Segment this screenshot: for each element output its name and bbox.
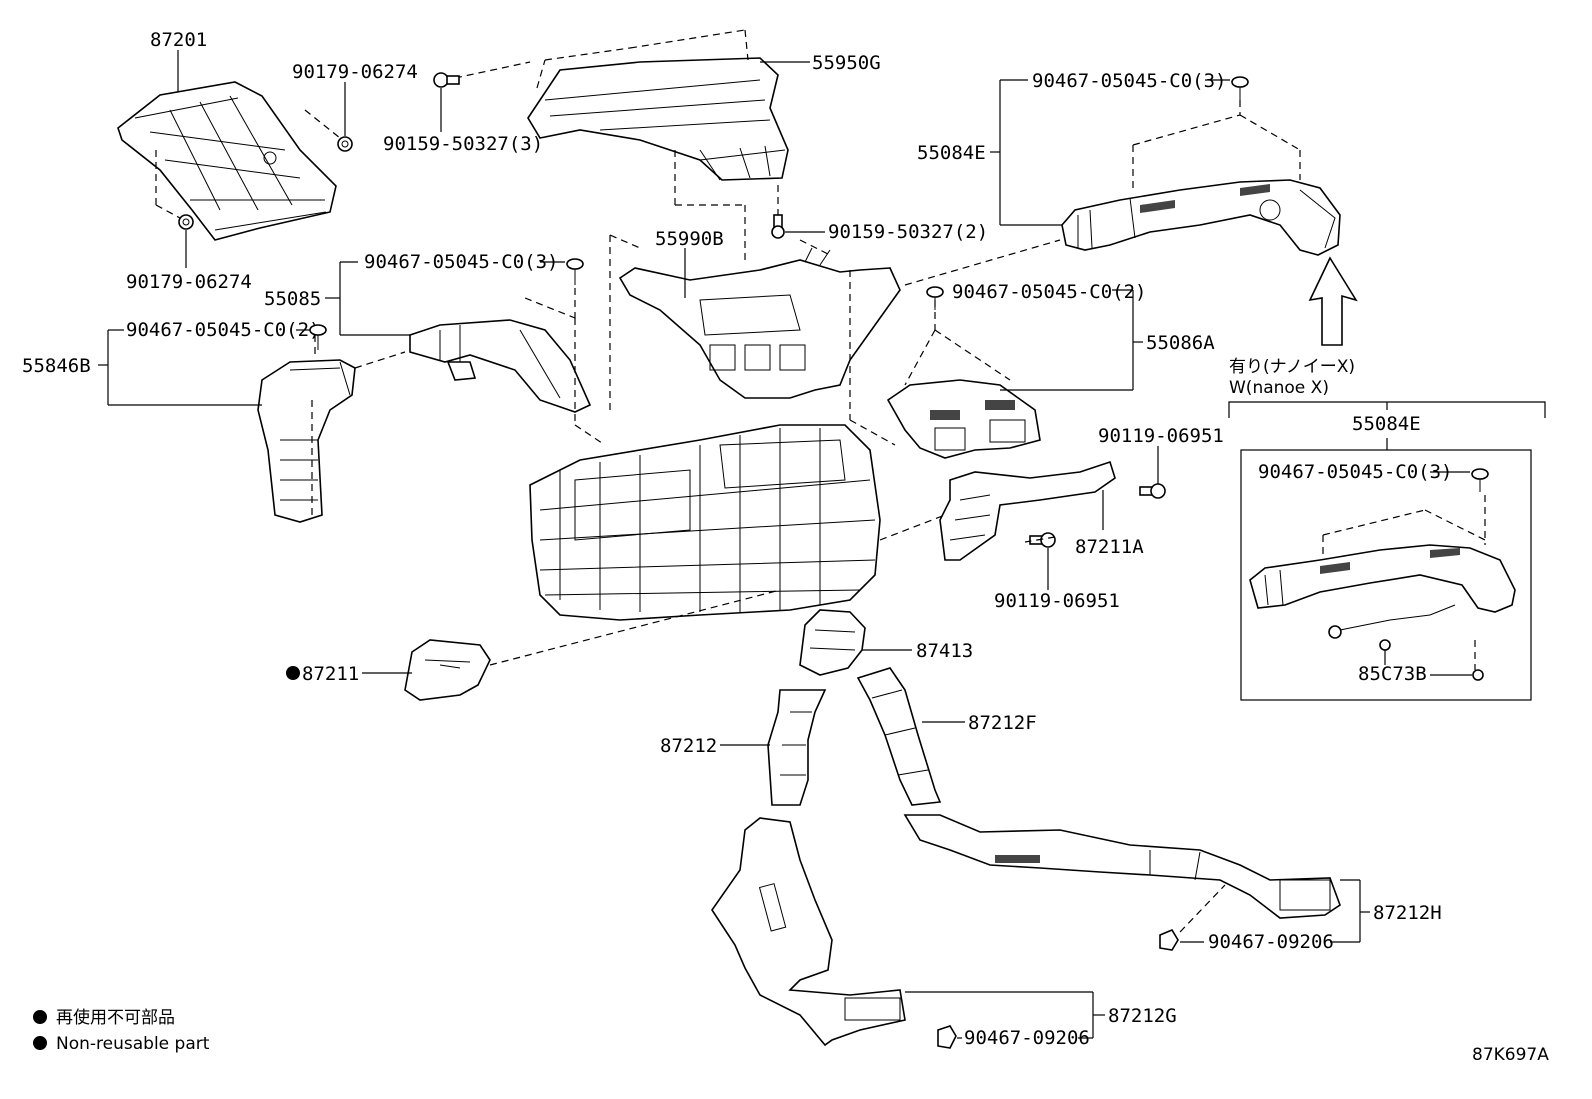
bolt-90159-50327-2 bbox=[771, 214, 785, 239]
label-87212g: 87212G bbox=[1108, 1005, 1177, 1027]
part-55086a-register bbox=[886, 379, 1041, 459]
label-87212h: 87212H bbox=[1373, 902, 1442, 924]
clip-90179-top bbox=[337, 136, 353, 152]
part-87212f-duct bbox=[856, 667, 942, 806]
part-87212-duct bbox=[767, 689, 827, 806]
variant-label-85c73b: 85C73B bbox=[1358, 663, 1427, 685]
label-90467-09206-h: 90467-09206 bbox=[1208, 931, 1334, 953]
part-87211a-duct bbox=[939, 460, 1116, 561]
label-87211: 87211 bbox=[302, 663, 359, 685]
label-90179-06274-bottom: 90179-06274 bbox=[126, 271, 252, 293]
label-87212f: 87212F bbox=[968, 712, 1037, 734]
part-55990b-register-duct bbox=[618, 247, 901, 399]
non-reusable-marker-87211 bbox=[286, 666, 300, 680]
legend-line-jp: 再使用不可部品 bbox=[56, 1007, 175, 1028]
label-55990b: 55990B bbox=[655, 228, 724, 250]
label-55085: 55085 bbox=[264, 288, 321, 310]
label-87212: 87212 bbox=[660, 735, 717, 757]
bolt-90119-06951-top bbox=[1139, 483, 1166, 499]
variant-box-title: 55084E bbox=[1352, 413, 1421, 435]
variant-box bbox=[1240, 449, 1532, 701]
label-90467-05045-c0-2-right: 90467-05045-C0(2) bbox=[952, 281, 1146, 303]
label-90159-50327-2: 90159-50327(2) bbox=[828, 221, 988, 243]
legend-line-en: Non-reusable part bbox=[56, 1034, 210, 1054]
part-55846b-duct bbox=[257, 359, 356, 523]
variant-label-90467-05045-c0-3: 90467-05045-C0(3) bbox=[1258, 461, 1452, 483]
variant-caption-en: W(nanoe X) bbox=[1229, 378, 1329, 398]
clip-90179-bottom bbox=[178, 214, 194, 230]
label-90159-50327-3: 90159-50327(3) bbox=[383, 133, 543, 155]
clip-90467-09206-g bbox=[937, 1025, 957, 1049]
label-55846b: 55846B bbox=[22, 355, 91, 377]
label-90467-09206-g: 90467-09206 bbox=[964, 1027, 1090, 1049]
label-87413: 87413 bbox=[916, 640, 973, 662]
part-87413-connector bbox=[799, 609, 866, 676]
bolt-90119-06951-bottom bbox=[1029, 532, 1056, 548]
legend-bullet-2 bbox=[33, 1036, 47, 1050]
label-87201: 87201 bbox=[150, 29, 207, 51]
bolt-90159-50327-3 bbox=[433, 72, 460, 88]
label-90467-05045-c0-2-left: 90467-05045-C0(2) bbox=[126, 319, 320, 341]
clip-90467-05045-c0-2-left bbox=[309, 324, 327, 350]
label-87211a: 87211A bbox=[1075, 536, 1144, 558]
part-55950g-duct bbox=[527, 57, 789, 181]
label-90467-05045-c0-3-right: 90467-05045-C0(3) bbox=[1032, 70, 1226, 92]
figure-code: 87K697A bbox=[1472, 1045, 1549, 1065]
variant-part-85c73b-hose bbox=[1328, 604, 1456, 651]
label-90179-06274-top: 90179-06274 bbox=[292, 61, 418, 83]
clip-90467-05045-c0-3-left bbox=[566, 258, 584, 285]
variant-caption-jp: 有り(ナノイーX) bbox=[1229, 357, 1355, 377]
direction-arrow bbox=[1308, 256, 1358, 346]
part-55084e-duct bbox=[1061, 179, 1341, 256]
legend-bullet-1 bbox=[33, 1010, 47, 1024]
part-87212g-duct bbox=[711, 817, 906, 1047]
variant-part-55084e-duct bbox=[1249, 544, 1516, 613]
label-55950g: 55950G bbox=[812, 52, 881, 74]
part-87212h-duct bbox=[903, 814, 1341, 919]
clip-90467-05045-c0-2-right bbox=[926, 286, 944, 310]
label-90467-05045-c0-3-left: 90467-05045-C0(3) bbox=[364, 251, 558, 273]
label-55084e: 55084E bbox=[917, 142, 986, 164]
variant-grommet bbox=[1472, 669, 1484, 681]
part-87201-duct-cover bbox=[117, 81, 337, 241]
label-55086a: 55086A bbox=[1146, 332, 1215, 354]
part-87211-duct bbox=[404, 639, 491, 701]
label-90119-06951-bottom: 90119-06951 bbox=[994, 590, 1120, 612]
clip-90467-09206-h bbox=[1159, 928, 1179, 951]
label-90119-06951-top: 90119-06951 bbox=[1098, 425, 1224, 447]
part-55085-duct bbox=[409, 319, 592, 413]
part-heater-unit-assembly bbox=[529, 424, 881, 621]
variant-clip-90467-05045-c0-3 bbox=[1471, 468, 1489, 492]
clip-90467-05045-c0-3-right bbox=[1231, 76, 1249, 100]
